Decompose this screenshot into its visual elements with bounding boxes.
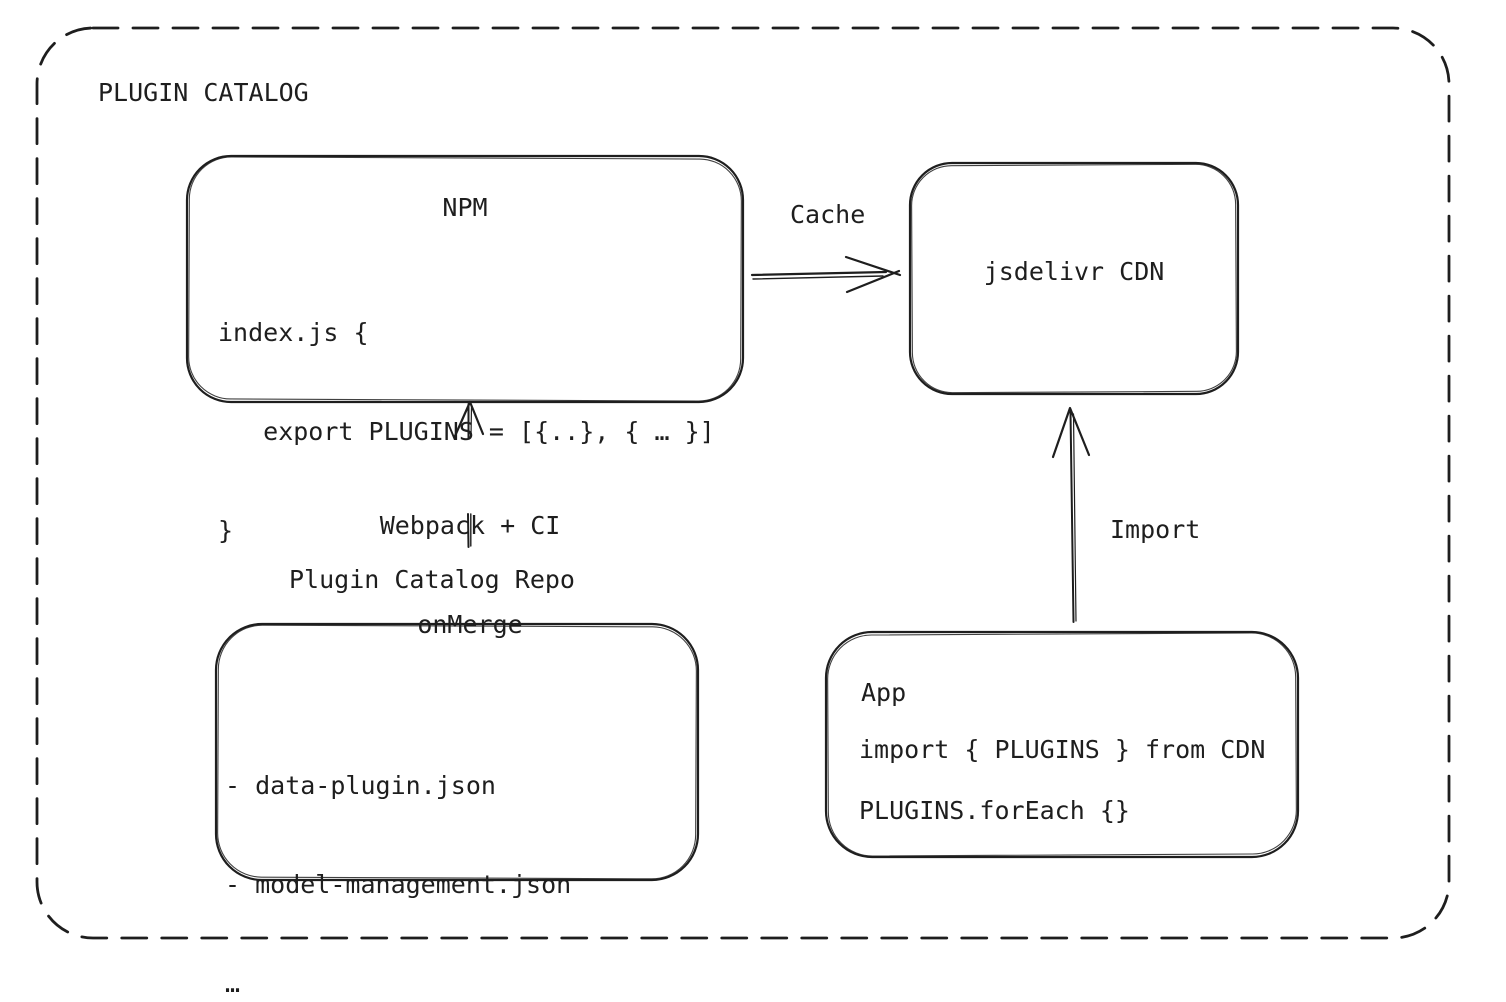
- diagram-title: PLUGIN CATALOG: [98, 78, 309, 107]
- npm-code-line: export PLUGINS = [{..}, { … }]: [218, 417, 715, 446]
- build-arrow: [453, 400, 485, 548]
- app-box: [824, 630, 1300, 859]
- npm-code-snippet: index.js { export PLUGINS = [{..}, { … }…: [218, 250, 715, 613]
- app-code-line-foreach: PLUGINS.forEach {}: [859, 796, 1130, 825]
- import-arrow: [1051, 406, 1091, 623]
- cdn-box: [908, 161, 1240, 396]
- app-box-title: App: [861, 678, 907, 707]
- build-arrow-label: Webpack + CI onMerge: [320, 443, 620, 707]
- repo-box-label: Plugin Catalog Repo: [289, 565, 575, 594]
- cache-arrow-label: Cache: [790, 200, 866, 229]
- import-arrow-label: Import: [1110, 515, 1201, 544]
- build-arrow-label-line1: Webpack + CI: [379, 511, 561, 540]
- repo-file-item: - data-plugin.json: [225, 771, 496, 800]
- repo-file-item: - model-management.json: [225, 870, 572, 899]
- npm-code-line: index.js {: [218, 318, 369, 347]
- cache-arrow: [750, 255, 902, 294]
- build-arrow-label-line2: onMerge: [417, 610, 523, 639]
- repo-file-list: - data-plugin.json - model-management.js…: [225, 703, 571, 1002]
- npm-code-line: }: [218, 516, 234, 545]
- npm-box-title: NPM: [442, 193, 488, 222]
- repo-file-item: …: [225, 969, 241, 998]
- repo-box: [214, 622, 700, 882]
- npm-box: [185, 154, 745, 404]
- app-code-line-import: import { PLUGINS } from CDN: [859, 735, 1266, 764]
- cdn-box-title: jsdelivr CDN: [983, 257, 1165, 286]
- catalog-boundary-box: [35, 26, 1451, 940]
